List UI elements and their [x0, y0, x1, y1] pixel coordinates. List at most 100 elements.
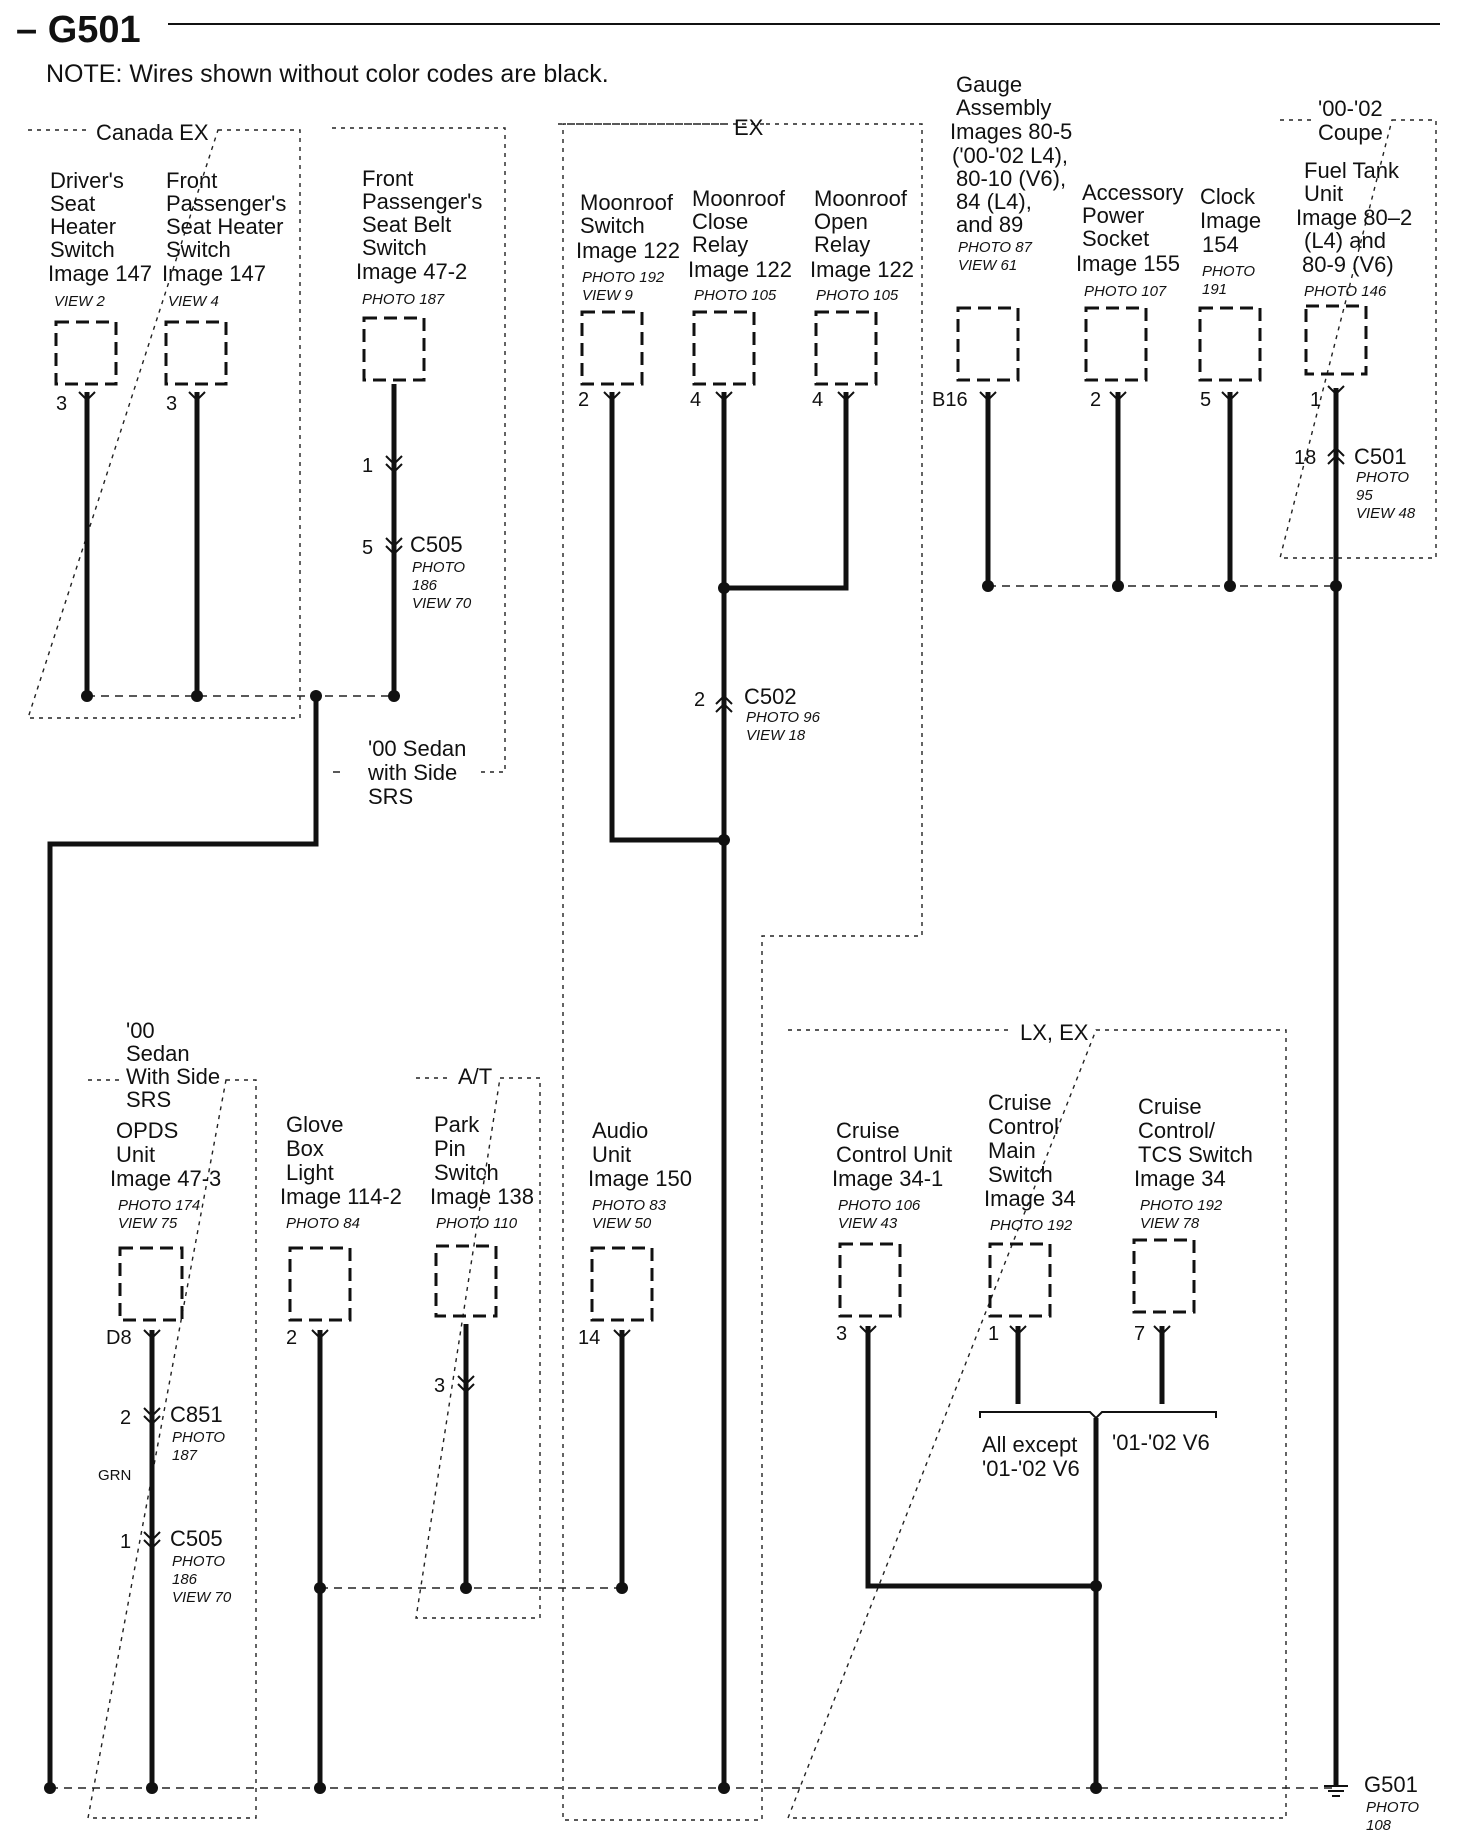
- component-park-pin-switch: Park Pin Switch Image 138 PHOTO 110: [430, 1112, 534, 1318]
- svg-text:Switch: Switch: [50, 237, 115, 262]
- svg-text:OPDS: OPDS: [116, 1118, 178, 1143]
- svg-text:Accessory: Accessory: [1082, 180, 1183, 205]
- svg-text:Control Unit: Control Unit: [836, 1142, 952, 1167]
- svg-text:LX, EX: LX, EX: [1020, 1020, 1089, 1045]
- svg-text:'01-'02 V6: '01-'02 V6: [1112, 1430, 1210, 1455]
- svg-text:Pin: Pin: [434, 1136, 466, 1161]
- svg-text:D8: D8: [106, 1327, 132, 1349]
- svg-text:C501: C501: [1354, 444, 1407, 469]
- svg-text:'00: '00: [126, 1018, 155, 1043]
- svg-text:2: 2: [1090, 389, 1101, 411]
- svg-text:With Side: With Side: [126, 1064, 220, 1089]
- svg-text:Image 150: Image 150: [588, 1166, 692, 1191]
- svg-text:Heater: Heater: [50, 214, 116, 239]
- svg-text:Audio: Audio: [592, 1118, 648, 1143]
- svg-text:2: 2: [694, 689, 705, 711]
- svg-text:Cruise: Cruise: [988, 1090, 1052, 1115]
- svg-text:Image 47-3: Image 47-3: [110, 1166, 221, 1191]
- svg-text:with Side: with Side: [367, 760, 457, 785]
- svg-text:C505: C505: [410, 532, 463, 557]
- svg-text:VIEW 75: VIEW 75: [118, 1215, 178, 1232]
- svg-text:Image 155: Image 155: [1076, 251, 1180, 276]
- svg-text:80-10 (V6),: 80-10 (V6),: [956, 166, 1066, 191]
- svg-text:Gauge: Gauge: [956, 72, 1022, 97]
- svg-text:3: 3: [166, 393, 177, 415]
- svg-text:B16: B16: [932, 389, 968, 411]
- svg-text:Seat Heater: Seat Heater: [166, 214, 283, 239]
- svg-text:Control/: Control/: [1138, 1118, 1216, 1143]
- svg-text:Cruise: Cruise: [1138, 1094, 1202, 1119]
- component-moonroof-open-relay: Moonroof Open Relay Image 122 PHOTO 105 …: [810, 186, 914, 411]
- svg-text:2: 2: [286, 1327, 297, 1349]
- svg-text:Moonroof: Moonroof: [692, 186, 786, 211]
- svg-text:PHOTO 105: PHOTO 105: [816, 287, 899, 304]
- svg-text:VIEW 48: VIEW 48: [1356, 505, 1416, 522]
- group-coupe: '00-'02 Coupe: [1279, 96, 1437, 559]
- connector-c505-top: 1 5 C505 PHOTO 186 VIEW 70: [362, 455, 472, 612]
- svg-text:Image 34-1: Image 34-1: [832, 1166, 943, 1191]
- svg-text:Passenger's: Passenger's: [166, 191, 286, 216]
- svg-text:Image 47-2: Image 47-2: [356, 259, 467, 284]
- svg-text:VIEW 4: VIEW 4: [168, 293, 219, 310]
- variant-bracket: All except '01-'02 V6 '01-'02 V6: [979, 1411, 1217, 1481]
- svg-text:PHOTO 110: PHOTO 110: [436, 1215, 518, 1232]
- svg-text:108: 108: [1366, 1817, 1392, 1834]
- svg-text:Box: Box: [286, 1136, 324, 1161]
- svg-text:14: 14: [578, 1327, 600, 1349]
- component-clock: Clock Image 154 PHOTO 191 5: [1198, 184, 1262, 411]
- svg-text:3: 3: [434, 1375, 445, 1397]
- svg-text:PHOTO 106: PHOTO 106: [838, 1197, 921, 1214]
- svg-text:A/T: A/T: [458, 1064, 492, 1089]
- svg-text:PHOTO: PHOTO: [412, 559, 465, 576]
- svg-text:Image: Image: [1200, 208, 1261, 233]
- svg-text:SRS: SRS: [368, 784, 413, 809]
- svg-text:Park: Park: [434, 1112, 480, 1137]
- svg-text:Sedan: Sedan: [126, 1041, 190, 1066]
- svg-text:186: 186: [412, 577, 438, 594]
- svg-text:80-9 (V6): 80-9 (V6): [1302, 252, 1394, 277]
- svg-text:VIEW 2: VIEW 2: [54, 293, 106, 310]
- svg-text:187: 187: [172, 1447, 198, 1464]
- svg-text:('00-'02 L4),: ('00-'02 L4),: [952, 143, 1068, 168]
- svg-text:Seat Belt: Seat Belt: [362, 212, 451, 237]
- component-moonroof-switch: Moonroof Switch Image 122 PHOTO 192 VIEW…: [576, 190, 680, 411]
- svg-text:Clock: Clock: [1200, 184, 1256, 209]
- svg-text:PHOTO 105: PHOTO 105: [694, 287, 777, 304]
- svg-text:2: 2: [120, 1407, 131, 1429]
- wires: [47, 384, 1339, 1788]
- component-cruise-control-main-switch: Cruise Control Main Switch Image 34 PHOT…: [984, 1090, 1076, 1345]
- splice-dots: [44, 580, 1342, 1794]
- svg-text:7: 7: [1134, 1323, 1145, 1345]
- svg-text:PHOTO: PHOTO: [172, 1553, 225, 1570]
- svg-text:Cruise: Cruise: [836, 1118, 900, 1143]
- svg-text:Switch: Switch: [988, 1162, 1053, 1187]
- svg-text:Power: Power: [1082, 203, 1144, 228]
- svg-text:154: 154: [1202, 232, 1239, 257]
- svg-text:Main: Main: [988, 1138, 1036, 1163]
- svg-text:Unit: Unit: [1304, 181, 1343, 206]
- svg-text:Relay: Relay: [692, 232, 748, 257]
- component-cruise-control-tcs-switch: Cruise Control/ TCS Switch Image 34 PHOT…: [1132, 1094, 1253, 1345]
- svg-text:(L4) and: (L4) and: [1304, 228, 1386, 253]
- svg-text:Image 122: Image 122: [576, 238, 680, 263]
- svg-text:Seat: Seat: [50, 191, 95, 216]
- svg-text:Assembly: Assembly: [956, 95, 1051, 120]
- svg-text:Image 138: Image 138: [430, 1184, 534, 1209]
- svg-text:PHOTO 192: PHOTO 192: [582, 269, 665, 286]
- svg-text:TCS Switch: TCS Switch: [1138, 1142, 1253, 1167]
- connector-c505-bottom: 1 C505 PHOTO 186 VIEW 70: [120, 1526, 232, 1606]
- connector-c501: 18 C501 PHOTO 95 VIEW 48: [1294, 444, 1416, 522]
- svg-text:Moonroof: Moonroof: [814, 186, 908, 211]
- wire-color-grn: GRN: [98, 1467, 131, 1484]
- svg-text:PHOTO 187: PHOTO 187: [362, 291, 445, 308]
- ground-g501: G501 PHOTO 108: [1324, 1772, 1419, 1834]
- svg-text:5: 5: [362, 537, 373, 559]
- svg-text:1: 1: [362, 455, 373, 477]
- group-00-sedan-side-srs-top: '00 Sedan with Side SRS: [332, 127, 506, 809]
- svg-text:PHOTO: PHOTO: [172, 1429, 225, 1446]
- svg-text:Driver's: Driver's: [50, 168, 124, 193]
- svg-text:SRS: SRS: [126, 1087, 171, 1112]
- svg-text:All except: All except: [982, 1432, 1077, 1457]
- svg-text:3: 3: [56, 393, 67, 415]
- svg-text:Switch: Switch: [362, 235, 427, 260]
